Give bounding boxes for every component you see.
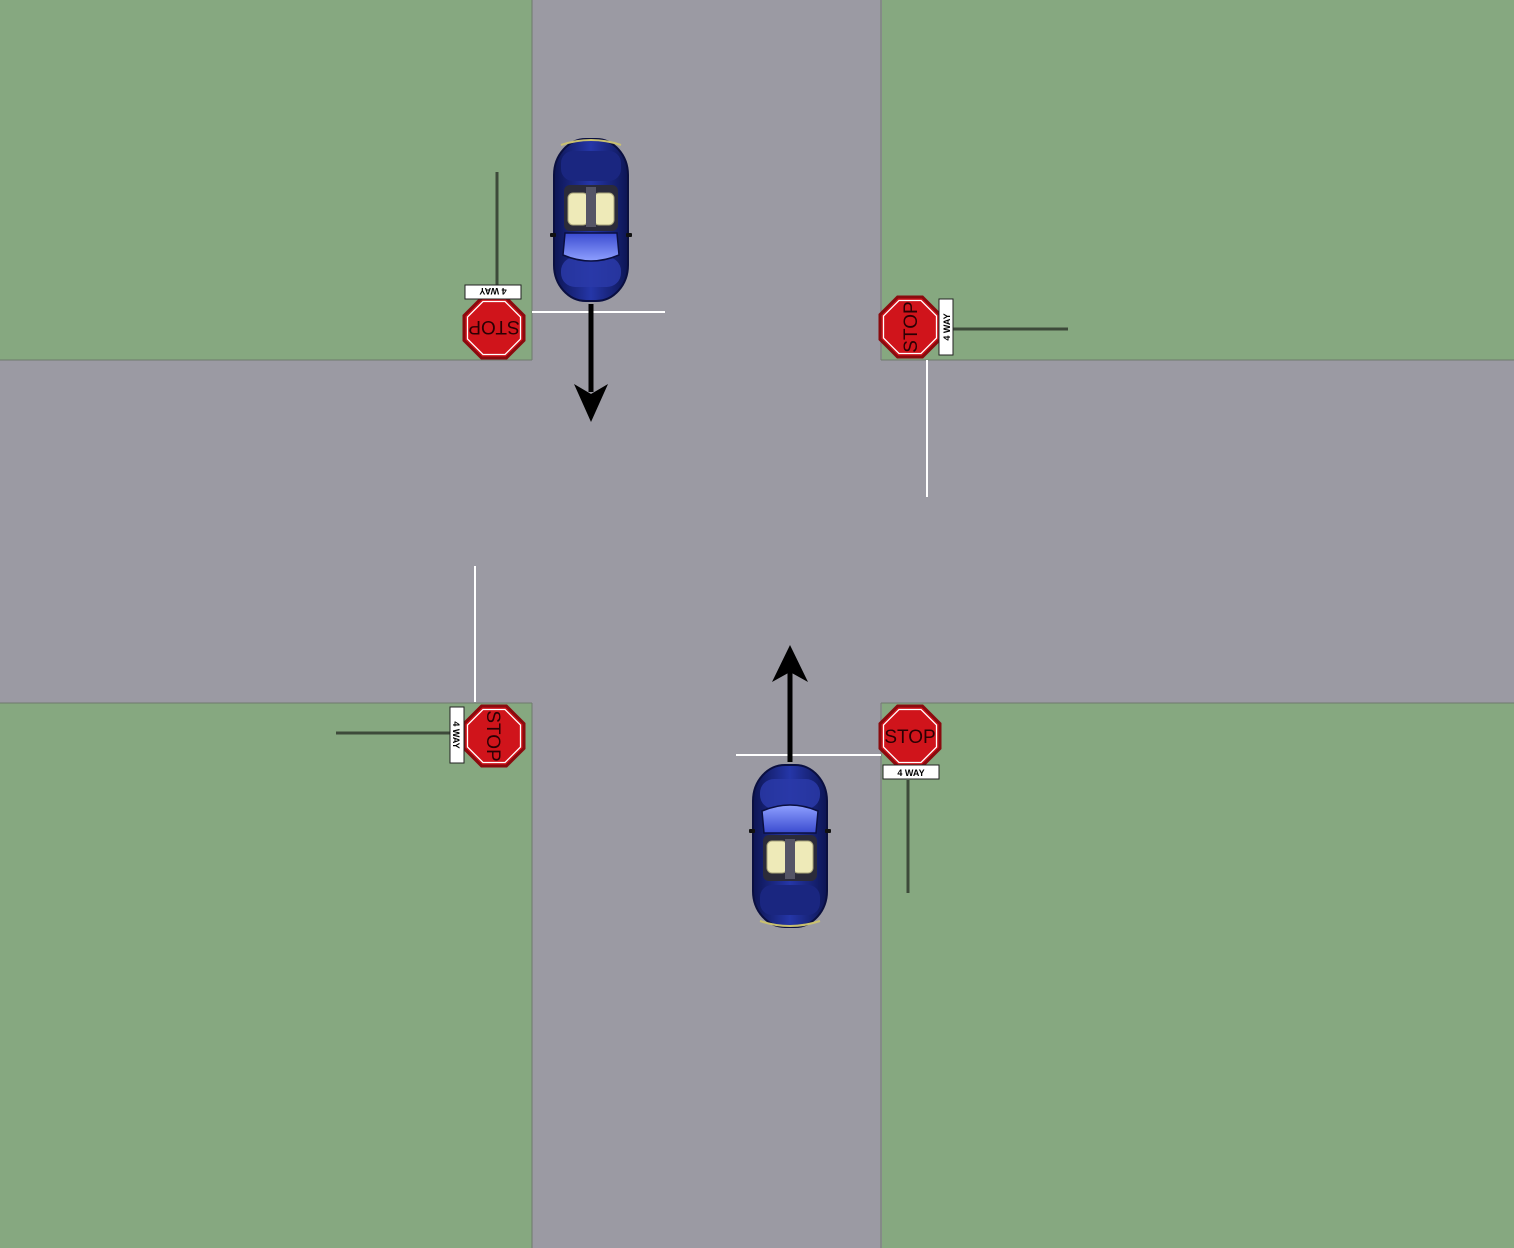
plate-label: 4 WAY [479,286,506,296]
stop-sign-northwest: STOP 4 WAY [462,172,526,360]
stop-label: STOP [468,316,519,337]
car-northbound [748,764,832,928]
stop-sign-northeast: STOP 4 WAY [878,295,1068,359]
stop-label: STOP [884,727,935,748]
car-southbound [549,138,633,302]
stop-label: STOP [901,301,922,352]
four-way-plate [449,706,465,764]
four-way-plate [882,764,940,780]
four-way-plate [938,298,954,356]
plate-label: 4 WAY [451,721,461,748]
stop-label: STOP [482,710,503,761]
plate-label: 4 WAY [942,313,952,340]
arrow-south [574,304,608,422]
stop-sign-southwest: STOP 4 WAY [336,704,526,768]
stop-lines [474,311,928,756]
four-way-plate [464,284,522,300]
arrow-up-icon [772,645,808,682]
arrow-down-icon [574,384,608,422]
car-icon [549,138,633,302]
arrow-north [772,645,808,762]
plate-label: 4 WAY [897,768,924,778]
car-icon [748,764,832,928]
stop-sign-southeast: STOP 4 WAY [878,704,942,893]
horizontal-road [0,360,1514,703]
